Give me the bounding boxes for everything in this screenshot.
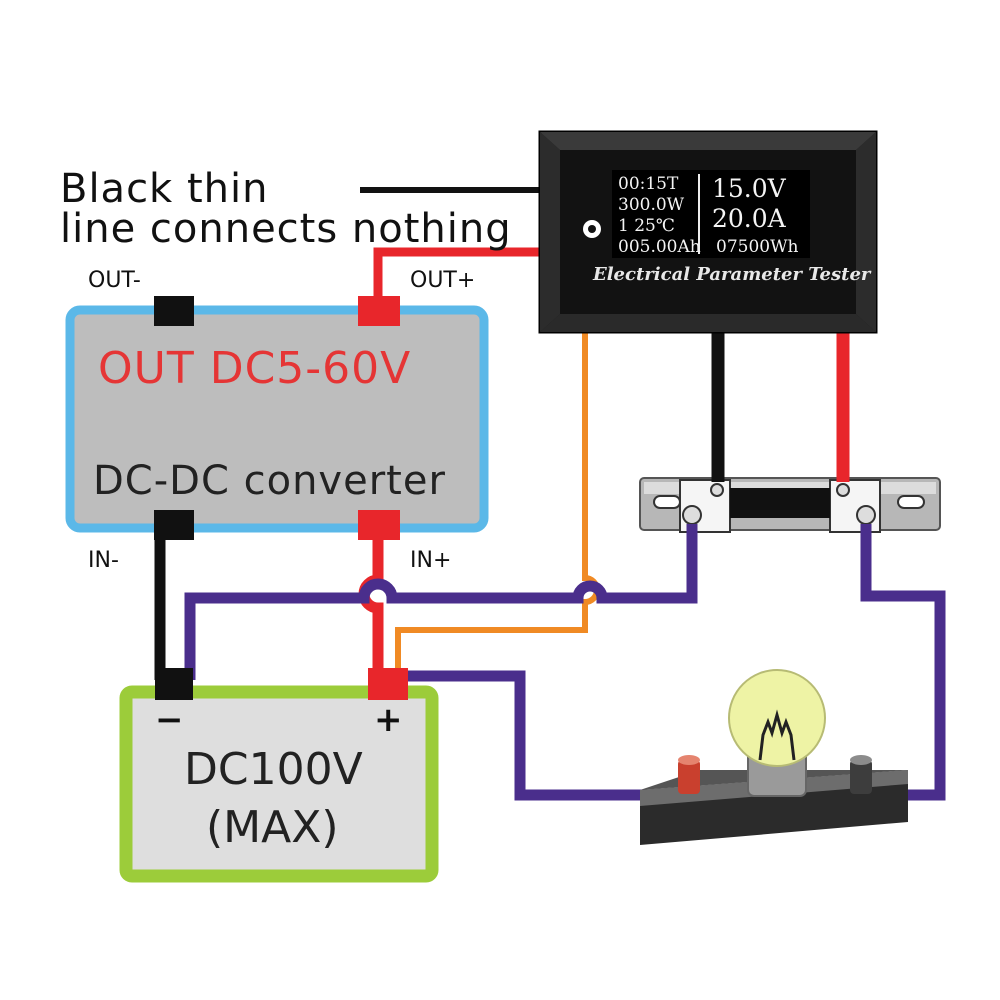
lcd-energy: 07500Wh [716, 237, 799, 257]
battery-minus-sign: − [155, 700, 184, 740]
battery-terminal-plus [368, 668, 408, 700]
lcd-screen [612, 170, 810, 258]
lcd-time: 00:15T [618, 174, 679, 194]
battery-max: (MAX) [206, 802, 339, 853]
lcd-voltage: 15.0V [712, 174, 786, 203]
label-out-minus: OUT- [88, 268, 141, 293]
lcd-capacity: 005.00Ah [618, 237, 701, 257]
terminal-out-plus [358, 296, 400, 326]
terminal-in-minus [154, 510, 194, 540]
note-line-1: Black thin [60, 166, 269, 212]
wire-purple-plus-to-lamp [395, 670, 660, 801]
wire-out-plus-red [373, 247, 570, 300]
dc-dc-converter [65, 305, 489, 533]
note-line-2: line connects nothing [60, 206, 512, 252]
converter-name: DC-DC converter [93, 458, 446, 504]
terminal-out-minus [154, 296, 194, 326]
lcd-power: 300.0W [618, 195, 685, 215]
battery-voltage: DC100V [184, 744, 363, 795]
label-in-plus: IN+ [410, 548, 452, 573]
battery-dc100v [119, 685, 439, 883]
lcd-temperature: 1 25℃ [618, 216, 675, 236]
wire-purple-shunt-to-lamp [860, 524, 946, 801]
lcd-current: 20.0A [712, 204, 786, 233]
label-in-minus: IN- [88, 548, 119, 573]
terminal-in-plus [358, 510, 400, 540]
converter-output-label: OUT DC5-60V [98, 343, 412, 394]
lamp-right-terminal-icon [850, 755, 872, 794]
label-out-plus: OUT+ [410, 268, 476, 293]
battery-terminal-minus [155, 668, 193, 700]
light-bulb-icon [728, 669, 826, 797]
wire-purple-shunt-to-minus [184, 524, 698, 680]
battery-plus-sign: + [374, 700, 403, 740]
lamp-left-terminal-icon [678, 755, 700, 794]
shunt-resistor [639, 477, 941, 533]
electrical-parameter-tester [538, 130, 878, 334]
tester-caption: Electrical Parameter Tester [593, 264, 871, 285]
